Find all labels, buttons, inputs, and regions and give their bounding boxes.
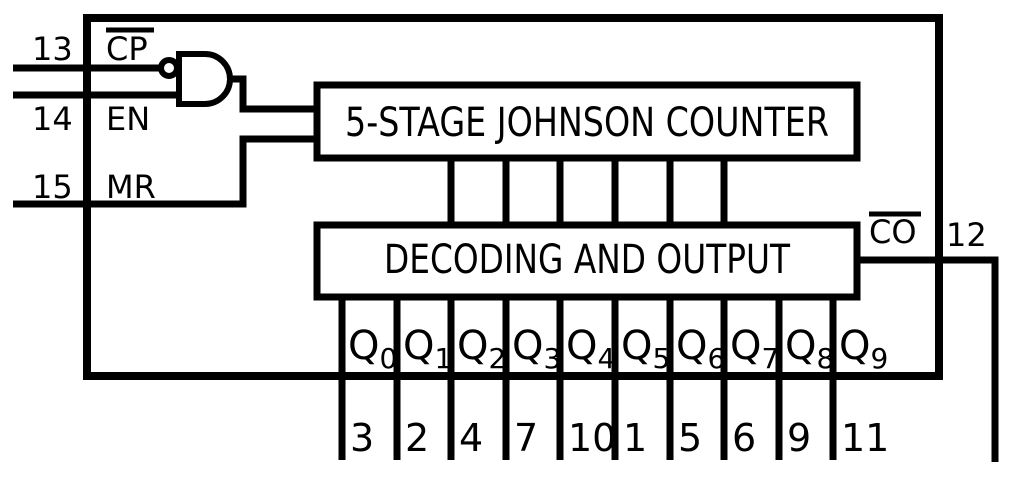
q2-pin-number: 4 [459, 416, 483, 460]
q1-label: Q1 [403, 323, 452, 375]
counter-to-decoder-wires [447, 157, 728, 225]
q5-label: Q5 [621, 323, 670, 375]
q9-label: Q9 [839, 323, 888, 375]
q6-label: Q6 [676, 323, 725, 375]
q0-label: Q0 [348, 323, 397, 375]
q8-pin-number: 9 [787, 416, 811, 460]
q-output-wires [338, 296, 837, 460]
decoder-label: DECODING AND OUTPUT [384, 237, 790, 283]
q3-label: Q3 [512, 323, 561, 375]
q2-label: Q2 [457, 323, 506, 375]
q4-pin-number: 10 [568, 416, 616, 460]
q7-pin-number: 6 [732, 416, 756, 460]
co-wire [857, 256, 999, 462]
johnson-counter-box [313, 81, 861, 162]
mr-label: MR [106, 168, 156, 206]
q-pin-numbers: 3 2 4 7 10 1 5 6 9 11 [350, 416, 889, 460]
q0-pin-number: 3 [350, 416, 374, 460]
q9-pin-number: 11 [841, 416, 889, 460]
decoder-box [313, 221, 861, 301]
cp-label: CP [106, 30, 148, 68]
q1-pin-number: 2 [405, 416, 429, 460]
q4-label: Q4 [566, 323, 615, 375]
pin-12-number: 12 [946, 216, 987, 254]
q5-pin-number: 1 [623, 416, 647, 460]
pin-13-number: 13 [32, 30, 73, 68]
inverting-input-bubble-icon [158, 57, 180, 79]
co-label: CO [869, 213, 917, 251]
clock-and-gate [176, 51, 233, 107]
q-labels: Q0 Q1 Q2 Q3 Q4 Q5 Q6 Q7 Q8 Q9 [348, 323, 888, 375]
pin-14-number: 14 [32, 100, 73, 138]
pin-15-number: 15 [32, 168, 73, 206]
q3-pin-number: 7 [514, 416, 538, 460]
q8-label: Q8 [785, 323, 834, 375]
mr-wire [13, 135, 317, 208]
q7-label: Q7 [730, 323, 779, 375]
q6-pin-number: 5 [678, 416, 702, 460]
gate-output-wire [230, 75, 317, 113]
ic-boundary [83, 14, 943, 380]
en-label: EN [106, 100, 150, 138]
johnson-counter-label: 5-STAGE JOHNSON COUNTER [345, 100, 829, 146]
